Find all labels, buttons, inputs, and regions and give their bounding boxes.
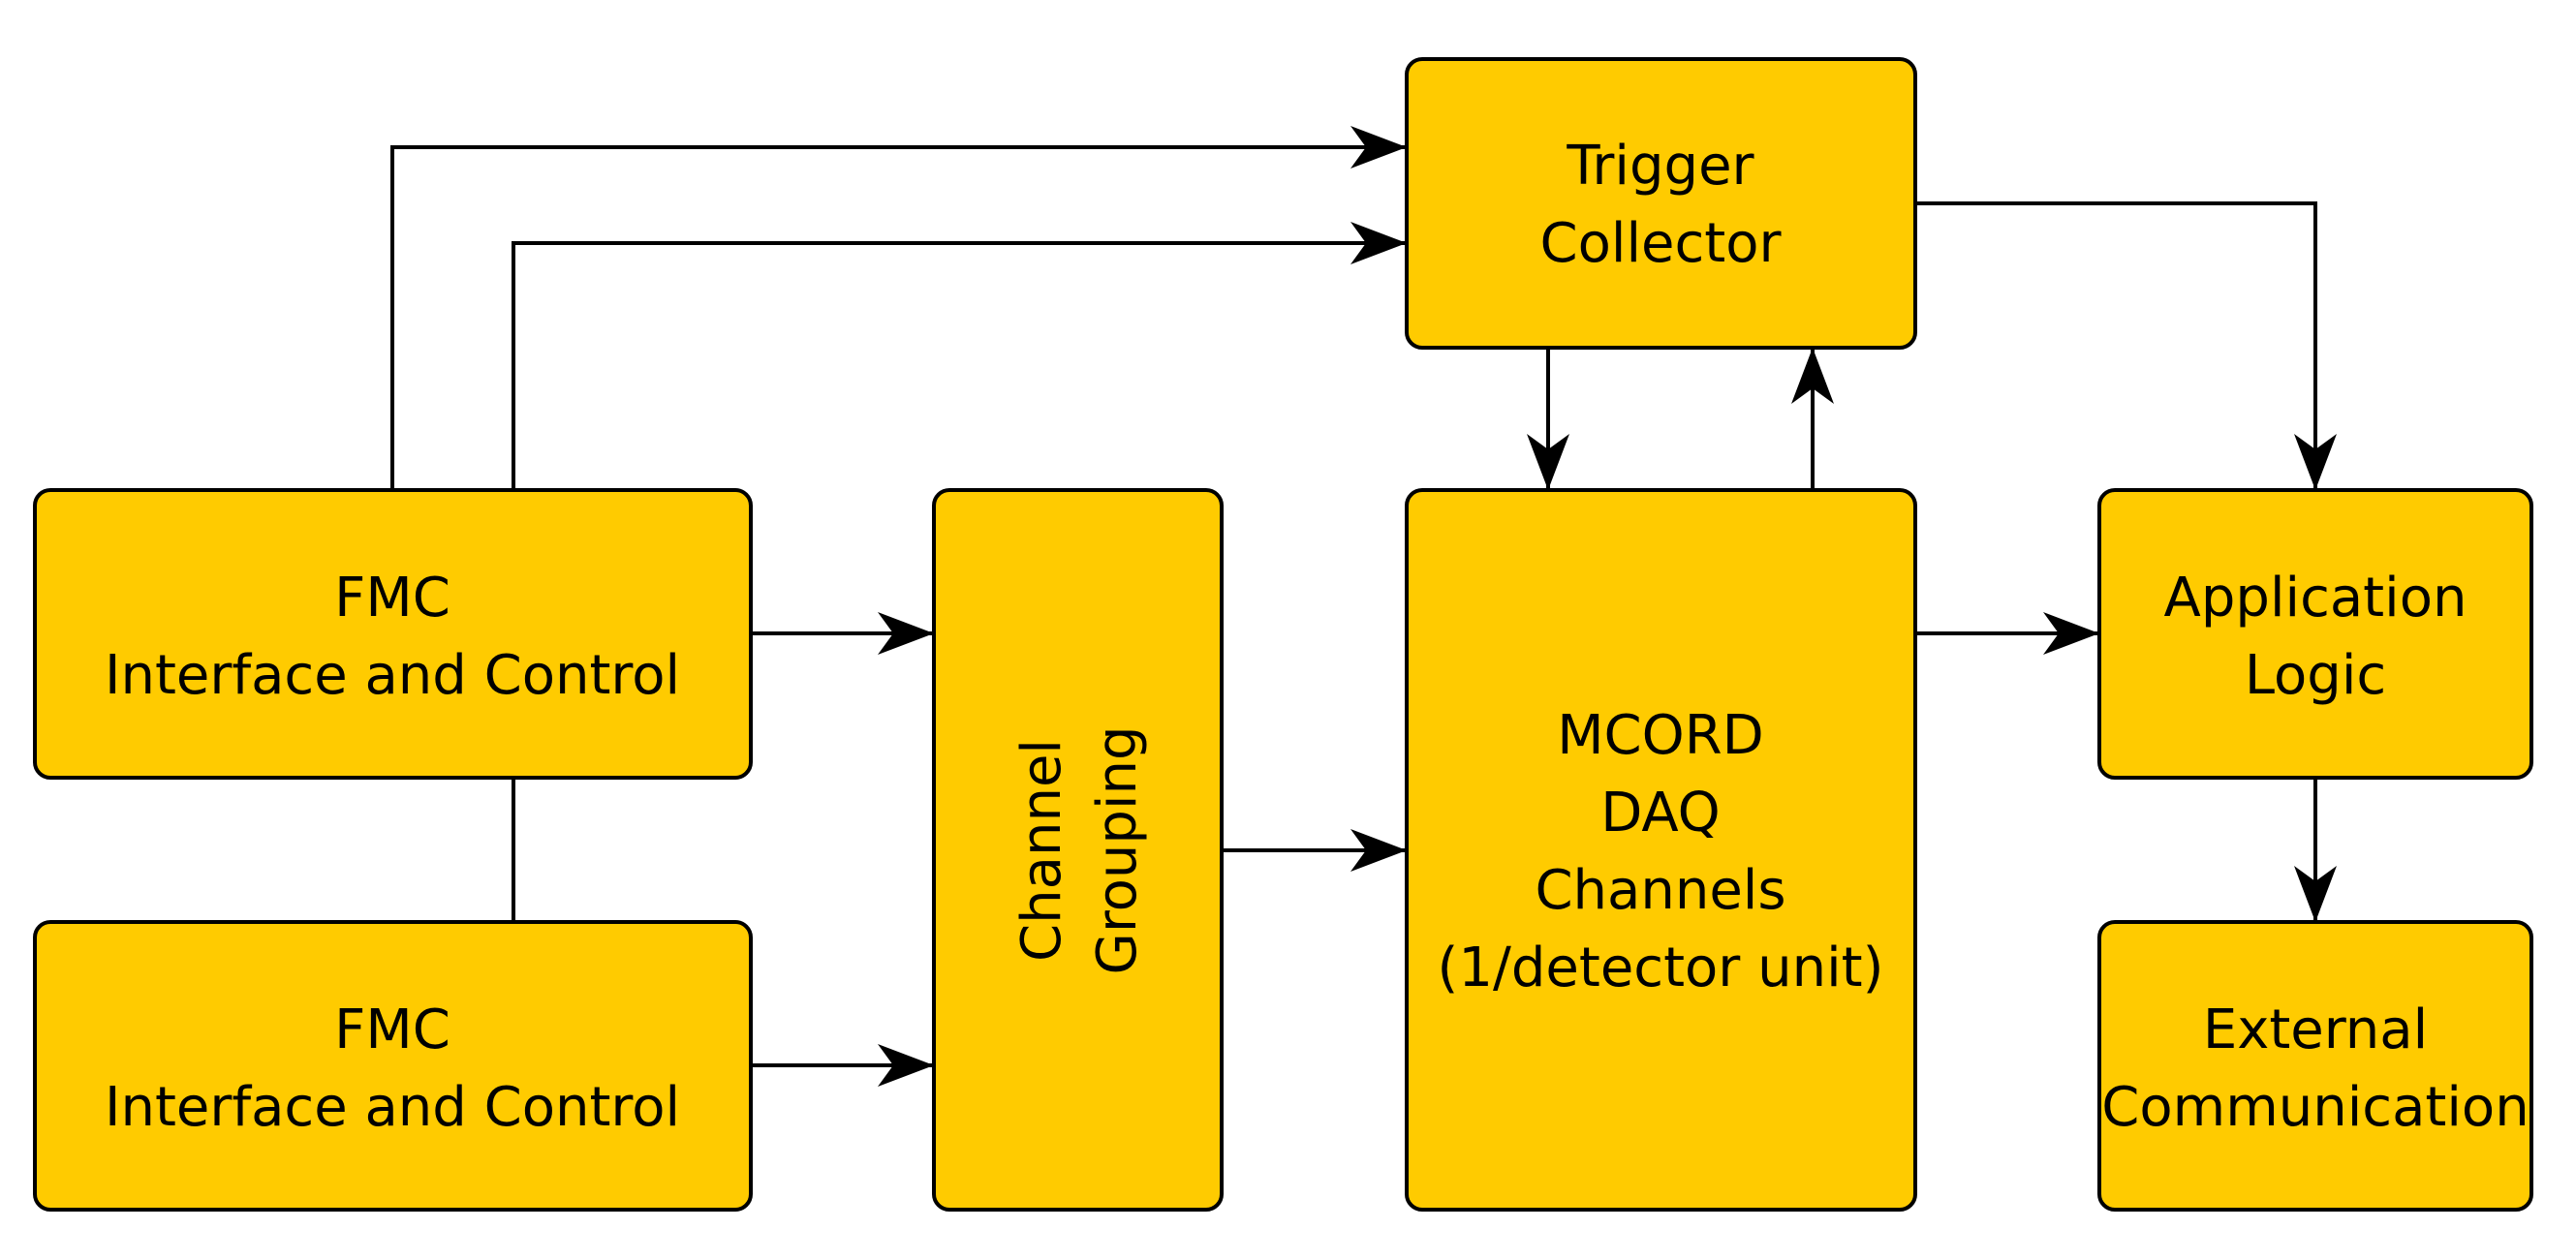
- mcord-daq-block: MCORD DAQ Channels (1/detector unit): [1405, 488, 1917, 1212]
- fmc-block-top: FMC Interface and Control: [33, 488, 753, 780]
- fmc-bottom-label-line1: FMC: [334, 999, 450, 1061]
- channel-grouping-block: Channel Grouping: [932, 488, 1224, 1212]
- arrow-fmc1-to-trigger-upper: [390, 126, 1407, 490]
- channel-grouping-label-line2: Grouping: [1086, 725, 1149, 974]
- mcord-label-line1: MCORD: [1557, 704, 1764, 767]
- fmc-top-label-line1: FMC: [334, 567, 450, 630]
- mcord-label-line4: (1/detector unit): [1438, 937, 1884, 999]
- application-logic-block: Application Logic: [2097, 488, 2533, 780]
- application-logic-label-line2: Logic: [2245, 644, 2386, 707]
- trigger-collector-label-line1: Trigger: [1566, 135, 1754, 198]
- external-communication-block: External Communication: [2097, 920, 2533, 1212]
- arrow-fmc1-to-trigger-lower: [512, 222, 1407, 490]
- fmc-top-label-line2: Interface and Control: [105, 644, 680, 707]
- connectors: [390, 126, 2337, 1087]
- fmc-block-bottom: FMC Interface and Control: [33, 920, 753, 1212]
- trigger-collector-label-line2: Collector: [1540, 212, 1783, 275]
- external-communication-label-line1: External: [2203, 999, 2428, 1061]
- arrow-trigger-to-application-logic: [1915, 201, 2337, 490]
- fmc-bottom-label-line2: Interface and Control: [105, 1076, 680, 1139]
- application-logic-label-line1: Application: [2164, 567, 2467, 630]
- channel-grouping-label-line1: Channel: [1010, 739, 1073, 962]
- mcord-label-line3: Channels: [1535, 859, 1785, 922]
- mcord-label-line2: DAQ: [1600, 782, 1721, 845]
- trigger-collector-block: Trigger Collector: [1405, 57, 1917, 350]
- external-communication-label-line2: Communication: [2101, 1076, 2529, 1139]
